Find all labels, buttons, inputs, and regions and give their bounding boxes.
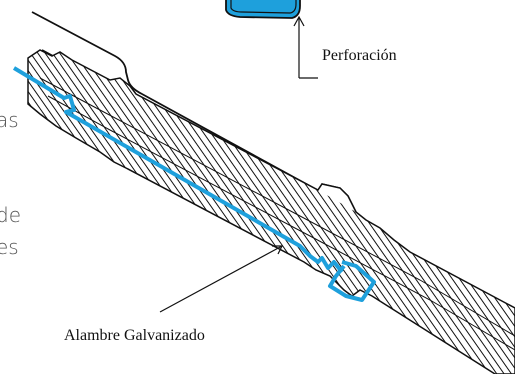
hatched-layer	[27, 49, 515, 374]
side-text-3: es	[0, 235, 19, 259]
side-text-2: de	[0, 203, 21, 227]
galvanized-wire	[12, 66, 376, 302]
perforacion-label: Perforación	[322, 47, 397, 64]
perforation-element	[225, 0, 301, 19]
alambre-label: Alambre Galvanizado	[64, 327, 205, 344]
tile-band	[27, 49, 515, 374]
wire-loop	[328, 260, 376, 302]
perforation-shape	[225, 0, 301, 19]
wire-main-run	[12, 66, 344, 274]
side-text-1: as	[0, 108, 19, 132]
leader-lines	[159, 15, 318, 313]
